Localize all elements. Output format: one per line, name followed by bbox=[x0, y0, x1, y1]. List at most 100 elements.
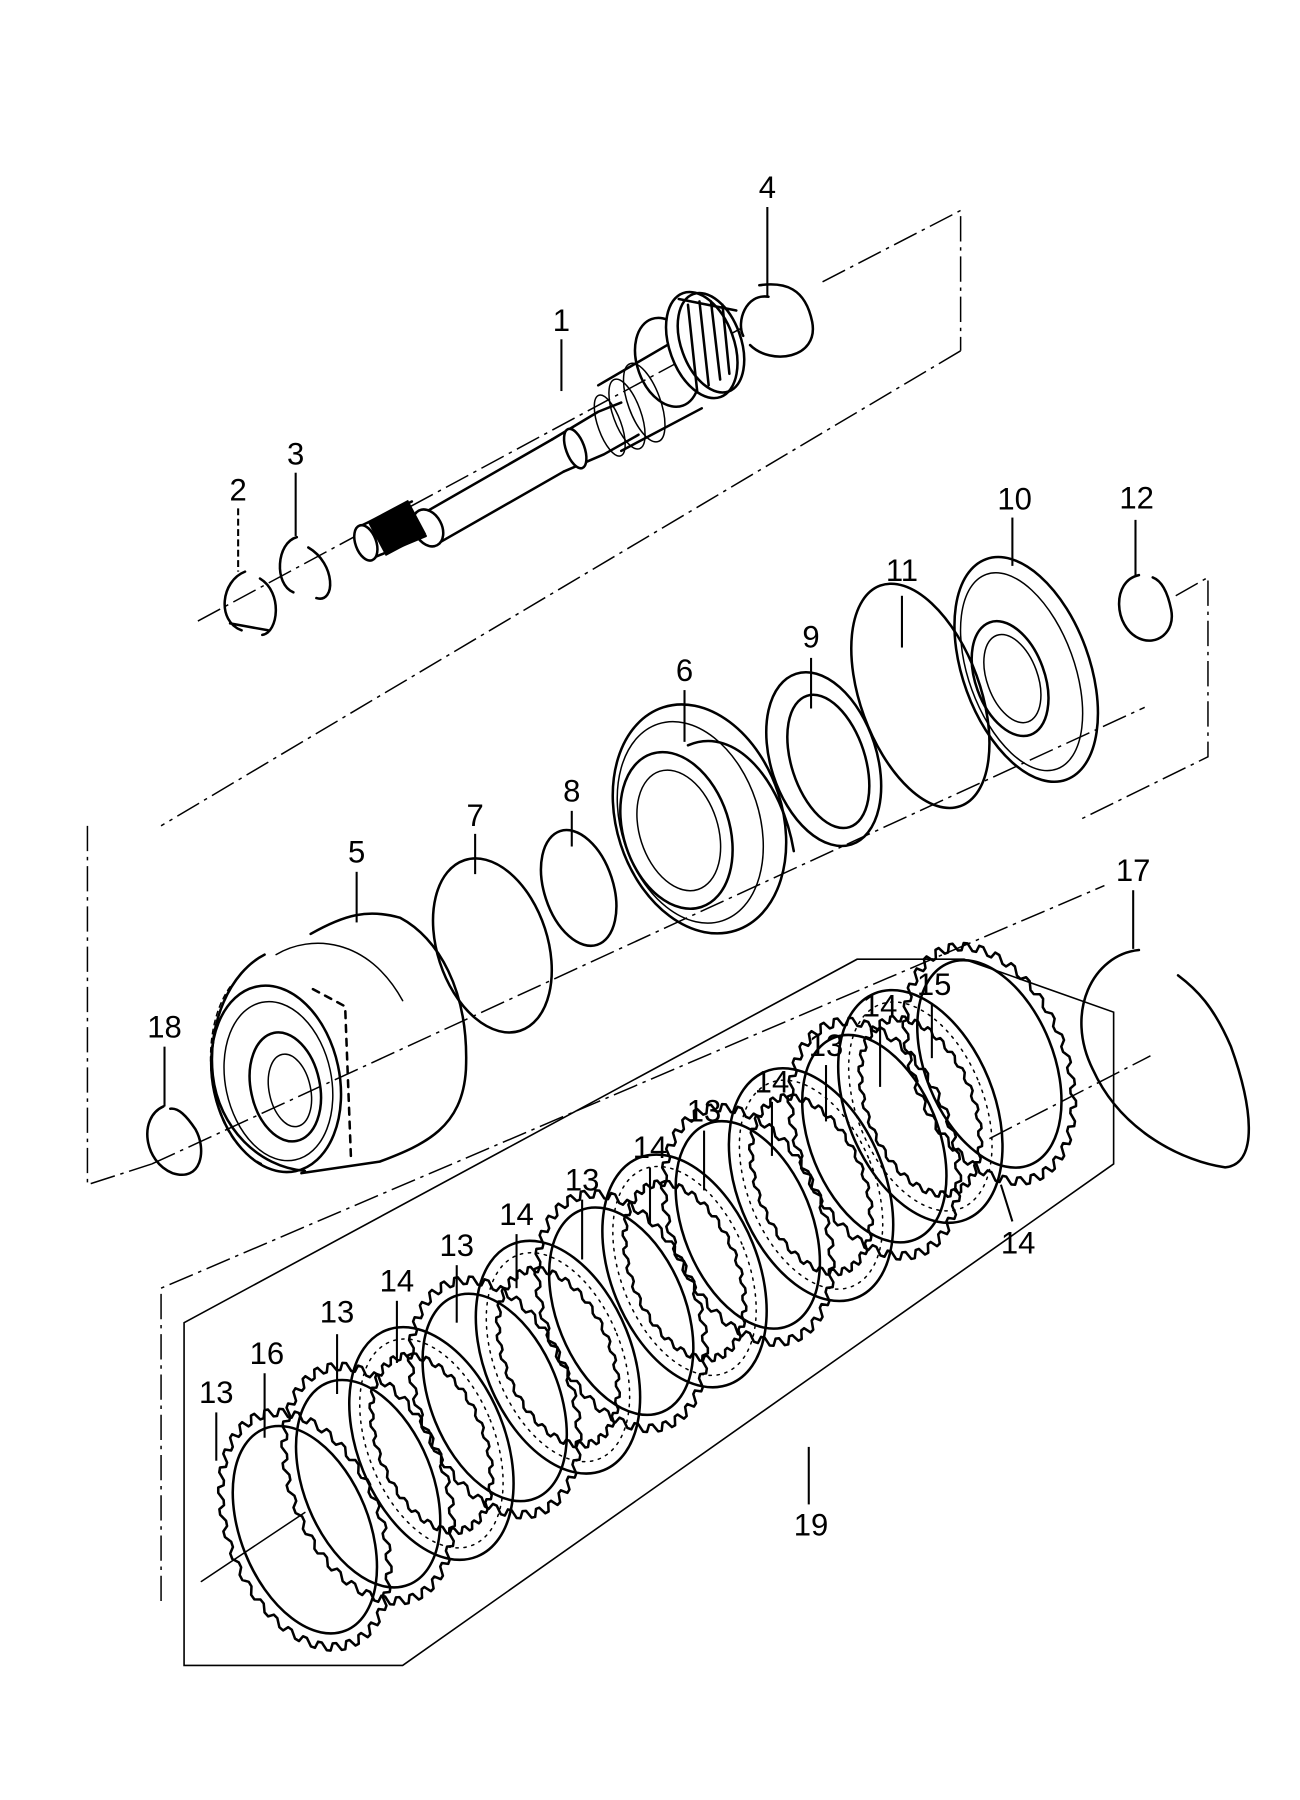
callout-label: 12 bbox=[1119, 480, 1154, 515]
callout-13f: 13 bbox=[199, 1375, 234, 1461]
callout-16: 16 bbox=[250, 1336, 285, 1438]
callout-label: 14 bbox=[755, 1065, 790, 1100]
o-ring-7 bbox=[431, 857, 554, 1034]
upper-dashed-group-outline bbox=[160, 209, 962, 827]
callout-label: 13 bbox=[439, 1228, 474, 1263]
plate-inner-edge bbox=[674, 1119, 822, 1330]
callout-label: 16 bbox=[250, 1336, 285, 1371]
callout-11: 11 bbox=[886, 553, 918, 648]
callout-19: 19 bbox=[794, 1446, 828, 1542]
disc-inner-teeth bbox=[368, 1351, 495, 1536]
callout-12: 12 bbox=[1119, 480, 1154, 576]
callout-14c: 14 bbox=[633, 1130, 668, 1225]
callout-7: 7 bbox=[466, 798, 484, 875]
callout-14d: 14 bbox=[755, 1065, 790, 1156]
disc-inner-teeth bbox=[494, 1265, 622, 1449]
callout-label: 17 bbox=[1116, 853, 1151, 888]
callout-4: 4 bbox=[759, 170, 776, 296]
snap-ring-3 bbox=[278, 535, 332, 600]
callout-6: 6 bbox=[676, 653, 693, 742]
callout-10: 10 bbox=[997, 482, 1032, 566]
callout-label: 7 bbox=[466, 798, 483, 833]
disc-friction-facing bbox=[612, 1165, 757, 1377]
o-ring-11 bbox=[850, 582, 991, 810]
seal-ring-4 bbox=[739, 283, 815, 358]
callout-13d: 13 bbox=[687, 1093, 722, 1191]
callout-13e: 13 bbox=[809, 1028, 844, 1122]
spring-washer bbox=[764, 670, 883, 848]
callout-14f: 14 bbox=[999, 1184, 1035, 1261]
disc-inner-teeth bbox=[747, 1093, 875, 1277]
pressure-plate bbox=[901, 941, 1078, 1187]
clutch-plate bbox=[659, 1102, 836, 1348]
clutch-pack-kit-outline bbox=[183, 958, 1115, 1667]
centerline bbox=[989, 1055, 1151, 1140]
callout-15: 15 bbox=[917, 967, 952, 1059]
disc-inner-teeth bbox=[621, 1179, 748, 1363]
clutch-plate bbox=[533, 1189, 710, 1434]
plate-outer-teeth bbox=[216, 1407, 393, 1652]
plate-outer-teeth bbox=[659, 1102, 836, 1348]
plate-inner-edge bbox=[421, 1292, 569, 1503]
callout-5: 5 bbox=[348, 835, 365, 923]
disc-inner-teeth bbox=[857, 1014, 984, 1199]
end-plate bbox=[216, 1407, 393, 1652]
callout-label: 14 bbox=[499, 1197, 534, 1232]
disc-outer-edge bbox=[601, 1153, 768, 1389]
callout-3: 3 bbox=[287, 437, 304, 536]
callout-14b: 14 bbox=[499, 1197, 534, 1289]
callout-label: 13 bbox=[809, 1028, 844, 1063]
callout-label: 8 bbox=[563, 774, 580, 809]
plate-outer-teeth bbox=[901, 941, 1078, 1187]
callout-label: 18 bbox=[147, 1009, 182, 1044]
disc-outer-edge bbox=[836, 988, 1004, 1225]
callout-label: 15 bbox=[917, 967, 952, 1002]
clutch-plate bbox=[786, 1016, 963, 1261]
callout-18: 18 bbox=[147, 1009, 182, 1107]
snap-ring-18 bbox=[146, 1105, 203, 1176]
disc-friction-facing bbox=[847, 1001, 993, 1212]
callout-17: 17 bbox=[1116, 853, 1151, 949]
callout-label: 3 bbox=[287, 437, 304, 472]
callout-14a: 14 bbox=[380, 1264, 415, 1363]
callout-label: 13 bbox=[687, 1093, 722, 1128]
centerline bbox=[200, 1511, 306, 1583]
plate-outer-teeth bbox=[406, 1275, 583, 1520]
callout-13c: 13 bbox=[565, 1162, 599, 1260]
disc-outer-edge bbox=[348, 1325, 515, 1562]
plate-inner-edge bbox=[916, 958, 1063, 1169]
clutch-drum bbox=[209, 912, 468, 1175]
middle-dashed-group-outline bbox=[86, 576, 1209, 1602]
callout-label: 5 bbox=[348, 835, 365, 870]
callout-2: 2 bbox=[229, 472, 247, 572]
clutch-disc bbox=[474, 1239, 642, 1475]
disc-outer-edge bbox=[727, 1067, 895, 1303]
callout-8: 8 bbox=[563, 774, 580, 847]
callout-1: 1 bbox=[553, 303, 570, 392]
disc-friction-facing bbox=[738, 1079, 884, 1290]
plate-outer-teeth bbox=[280, 1361, 457, 1606]
clutch-plate bbox=[280, 1361, 457, 1606]
callout-13b: 13 bbox=[439, 1228, 474, 1323]
callout-label: 6 bbox=[676, 653, 693, 688]
disc-friction-facing bbox=[485, 1251, 631, 1463]
snap-ring-17 bbox=[1080, 948, 1251, 1169]
snap-ring-12 bbox=[1117, 573, 1174, 642]
callout-label: 10 bbox=[997, 482, 1032, 517]
input-shaft bbox=[352, 290, 746, 562]
callout-label: 9 bbox=[802, 620, 819, 655]
clutch-plate bbox=[406, 1275, 583, 1520]
callout-label: 11 bbox=[886, 553, 918, 588]
callout-label: 14 bbox=[380, 1264, 415, 1299]
clutch-disc bbox=[727, 1067, 895, 1303]
piston bbox=[611, 703, 796, 935]
retainer bbox=[953, 555, 1100, 784]
callout-label: 1 bbox=[553, 303, 570, 338]
plate-outer-teeth bbox=[533, 1189, 710, 1434]
clutch-disc bbox=[601, 1153, 768, 1389]
callout-label: 2 bbox=[229, 472, 246, 507]
callout-label: 14 bbox=[633, 1130, 668, 1165]
callout-label: 14 bbox=[863, 989, 898, 1024]
callout-label: 4 bbox=[759, 170, 776, 205]
